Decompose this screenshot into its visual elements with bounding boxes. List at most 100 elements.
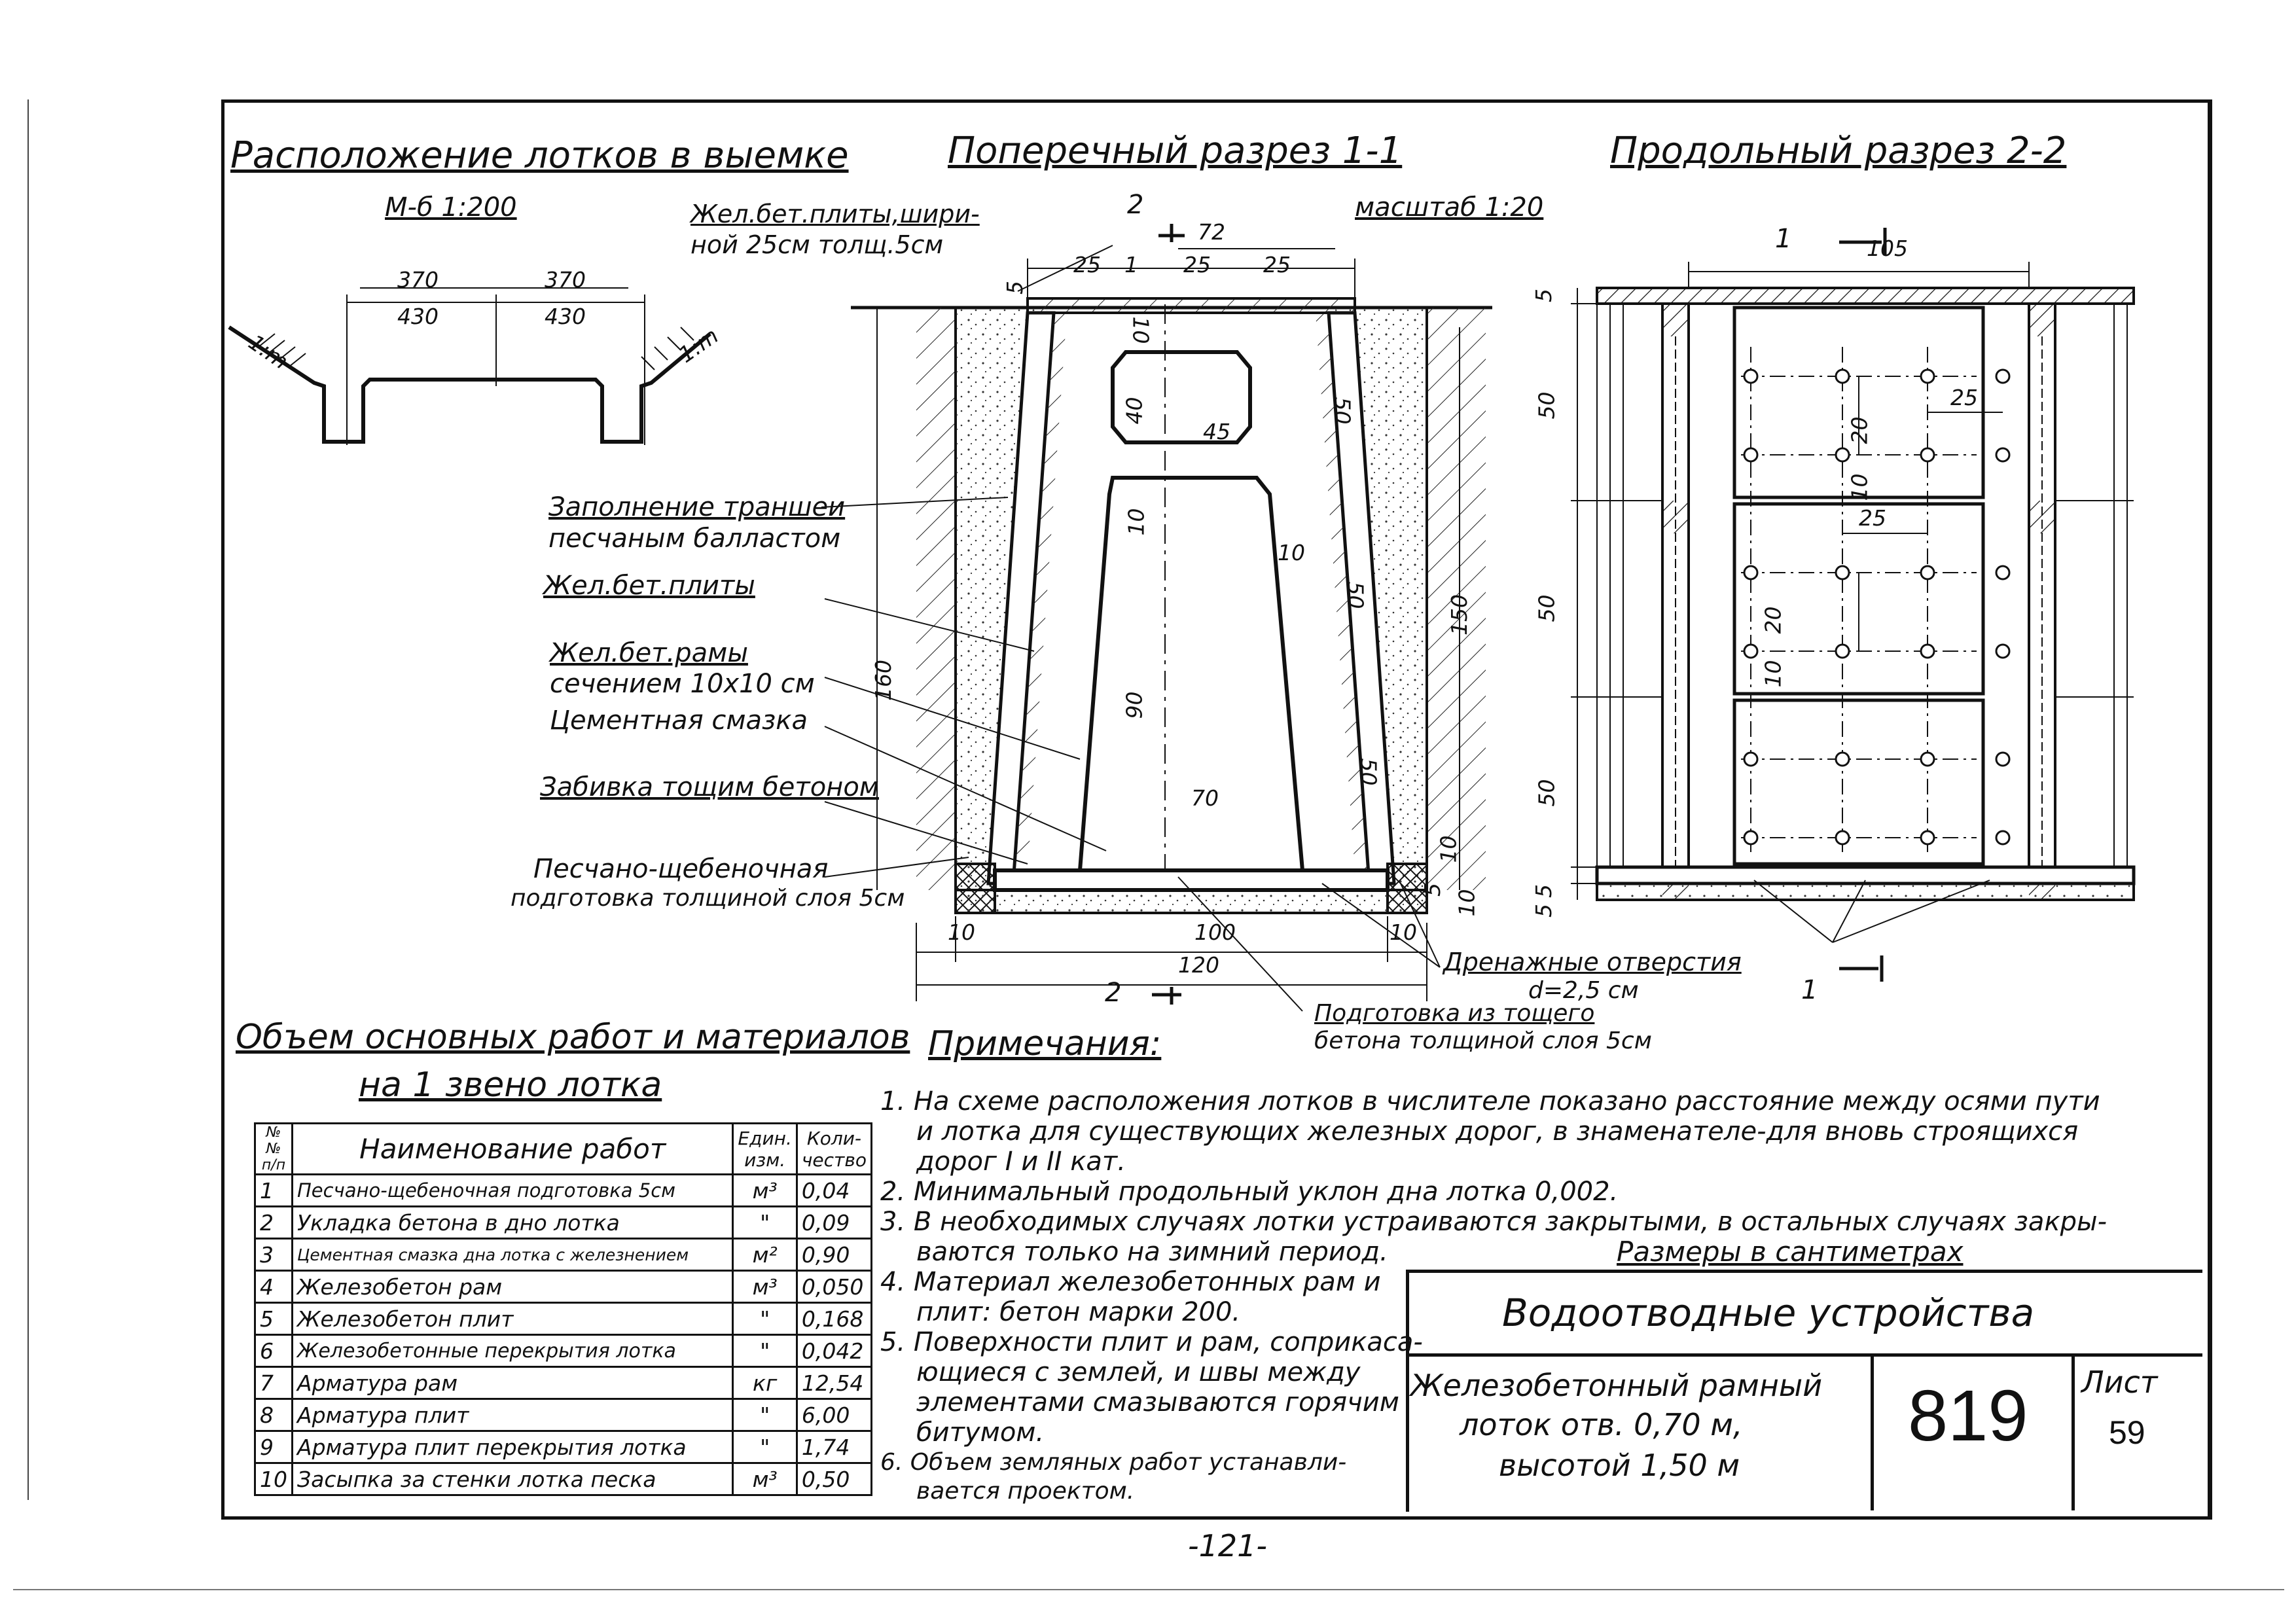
sheet-frame xyxy=(221,99,2212,1520)
row-unit: " xyxy=(732,1430,798,1464)
bottom-rule xyxy=(13,1589,2284,1590)
drawing-desc-2: лоток отв. 0,70 м, xyxy=(1460,1407,1743,1442)
layout-dim-370-right: 370 xyxy=(545,267,586,293)
callout-trench-fill-2: песчаным балластом xyxy=(548,524,841,554)
main-scale: масштаб 1:20 xyxy=(1355,192,1544,223)
title-block-divider-v1 xyxy=(1871,1353,1874,1510)
row-name: Арматура плит перекрытия лотка xyxy=(291,1430,734,1464)
row-unit: " xyxy=(732,1205,798,1240)
dim-10-right: 10 xyxy=(1278,540,1305,565)
dim-45: 45 xyxy=(1203,419,1230,444)
row-number: 7 xyxy=(254,1366,293,1400)
row-unit: " xyxy=(732,1398,798,1432)
dim-25-c: 25 xyxy=(1263,252,1291,277)
title-block xyxy=(1406,1270,2202,1512)
drawing-number: 819 xyxy=(1908,1376,2028,1456)
row-qty: 6,00 xyxy=(795,1398,873,1432)
long-dim-20-a: 20 xyxy=(1846,416,1873,444)
row-name: Укладка бетона в дно лотка xyxy=(291,1205,734,1240)
col-number: №№ п/п xyxy=(254,1122,293,1175)
dim-120: 120 xyxy=(1178,952,1219,978)
note-line-1: 1. На схеме расположения лотков в числит… xyxy=(880,1086,2100,1116)
row-number: 3 xyxy=(254,1238,293,1272)
note-line-14: вается проектом. xyxy=(916,1478,1135,1505)
cross-section-title: Поперечный разрез 1-1 xyxy=(948,130,1403,172)
page-number: -121- xyxy=(1188,1528,1267,1563)
works-subtitle: на 1 звено лотка xyxy=(359,1065,662,1105)
sheet-number: 59 xyxy=(2109,1414,2145,1451)
callout-frames-2: сечением 10х10 см xyxy=(550,669,815,699)
row-name: Железобетон плит xyxy=(291,1302,734,1336)
note-line-11: элементами смазываются горячим xyxy=(916,1387,1399,1418)
dim-25-b: 25 xyxy=(1183,252,1211,277)
row-name: Арматура плит xyxy=(291,1398,734,1432)
note-line-4: 2. Минимальный продольный уклон дна лотк… xyxy=(880,1177,1619,1207)
note-line-7: 4. Материал железобетонных рам и xyxy=(880,1267,1381,1297)
note-line-5: 3. В необходимых случаях лотки устраиваю… xyxy=(880,1207,2108,1237)
row-name: Железобетон рам xyxy=(291,1270,734,1304)
layout-scheme-drawing xyxy=(228,287,711,445)
long-dim-5-top: 5 xyxy=(1531,289,1556,302)
long-dim-105: 105 xyxy=(1867,236,1908,261)
works-title: Объем основных работ и материалов xyxy=(236,1018,910,1057)
row-qty: 0,50 xyxy=(795,1462,873,1496)
title-block-divider-h xyxy=(1406,1353,2202,1357)
callout-lean-base-1: Подготовка из тощего xyxy=(1314,1000,1595,1027)
callout-lean-concrete: Забивка тощим бетоном xyxy=(540,772,879,802)
dim-1: 1 xyxy=(1124,252,1138,277)
note-line-8: плит: бетон марки 200. xyxy=(916,1297,1241,1327)
callout-slab-top-2: ной 25см толщ.5см xyxy=(691,230,944,259)
long-dim-50-a: 50 xyxy=(1534,391,1560,419)
works-table-header: №№ п/п Наименование работ Един. изм. Кол… xyxy=(254,1122,873,1175)
row-name: Песчано-щебеночная подготовка 5см xyxy=(291,1173,734,1207)
row-unit: " xyxy=(732,1334,798,1368)
sizes-note: Размеры в сантиметрах xyxy=(1617,1236,1964,1268)
row-qty: 0,042 xyxy=(795,1334,873,1368)
row-unit: кг xyxy=(732,1366,798,1400)
callout-leaders xyxy=(821,245,1441,1012)
binding-line xyxy=(27,99,29,1500)
long-cut-mark: 1 xyxy=(1775,224,1792,254)
note-line-10: ющиеся с землей, и швы между xyxy=(916,1357,1361,1387)
drawing-desc-3: высотой 1,50 м xyxy=(1499,1448,1740,1483)
row-qty: 0,04 xyxy=(795,1173,873,1207)
row-qty: 12,54 xyxy=(795,1366,873,1400)
dim-70: 70 xyxy=(1191,785,1219,811)
layout-dim-370-left: 370 xyxy=(397,267,439,293)
callout-slab-top-1: Жел.бет.плиты,шири- xyxy=(691,200,980,228)
row-unit: " xyxy=(732,1302,798,1336)
row-number: 2 xyxy=(254,1205,293,1240)
col-unit: Един. изм. xyxy=(732,1122,798,1175)
row-number: 1 xyxy=(254,1173,293,1207)
row-name: Железобетонные перекрытия лотка xyxy=(291,1334,734,1368)
long-dim-50-b: 50 xyxy=(1534,594,1560,622)
callout-drain-diameter: d=2,5 см xyxy=(1528,977,1639,1004)
row-number: 9 xyxy=(254,1430,293,1464)
cross-section-drawing xyxy=(851,224,1492,1005)
callout-cement-coating: Цементная смазка xyxy=(550,705,808,736)
long-dim-5-c: 5 xyxy=(1531,904,1556,918)
works-table: №№ п/п Наименование работ Един. изм. Кол… xyxy=(254,1122,873,1496)
callout-frames-1: Жел.бет.рамы xyxy=(550,638,748,668)
row-number: 10 xyxy=(254,1462,293,1496)
sheet-label: Лист xyxy=(2081,1364,2158,1400)
layout-dim-430-left: 430 xyxy=(397,304,439,329)
layout-dim-430-right: 430 xyxy=(545,304,586,329)
row-unit: м³ xyxy=(732,1173,798,1207)
long-dim-25-b: 25 xyxy=(1859,505,1886,531)
row-number: 5 xyxy=(254,1302,293,1336)
row-qty: 0,050 xyxy=(795,1270,873,1304)
long-dim-50-c: 50 xyxy=(1534,779,1560,807)
long-dim-10-a: 10 xyxy=(1846,473,1873,501)
dim-25-a: 25 xyxy=(1073,252,1101,277)
title-block-divider-v2 xyxy=(2072,1353,2075,1510)
